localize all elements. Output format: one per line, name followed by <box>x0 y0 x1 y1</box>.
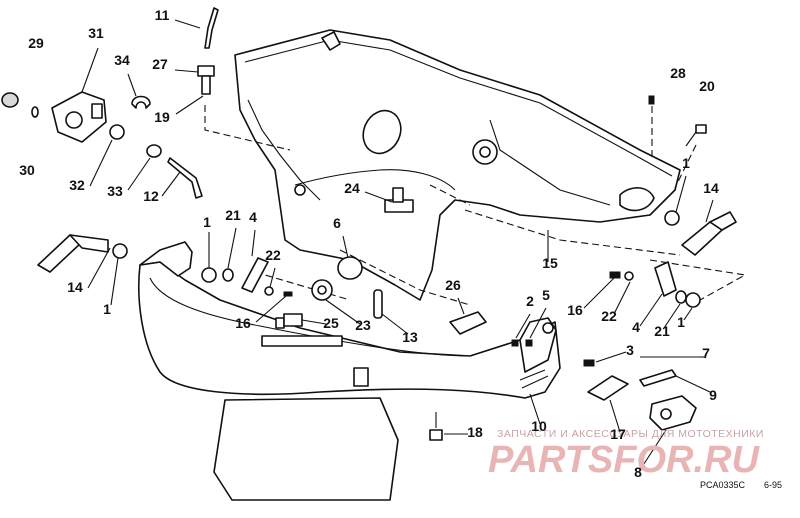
part-9-spring <box>639 369 677 387</box>
part-1-grommet <box>685 292 701 308</box>
upper-motor-cover <box>234 29 681 301</box>
lower-motor-cover <box>138 241 561 501</box>
part-21-washer <box>675 290 687 304</box>
part-2-nut <box>511 339 519 347</box>
callout-5: 5 <box>542 287 550 303</box>
callout-14: 14 <box>67 279 83 295</box>
callout-7: 7 <box>702 345 710 361</box>
part-30-ring <box>31 106 39 118</box>
part-26-block <box>449 311 487 335</box>
callout-24: 24 <box>344 180 360 196</box>
part-12-rod <box>167 157 203 199</box>
part-4-lever <box>654 261 677 297</box>
callout-29: 29 <box>28 35 44 51</box>
callout-9: 9 <box>709 387 717 403</box>
part-13-link <box>373 289 383 319</box>
callout-31: 31 <box>88 25 104 41</box>
callout-20: 20 <box>699 78 715 94</box>
part-22-washer <box>624 271 634 281</box>
assembly-guide-lines <box>204 105 747 306</box>
part-18-screw <box>429 412 443 441</box>
callout-12: 12 <box>143 188 159 204</box>
callout-22: 22 <box>601 308 617 324</box>
callout-30: 30 <box>19 162 35 178</box>
callout-15: 15 <box>542 255 558 271</box>
part-3-screw <box>583 359 595 367</box>
part-24-bracket <box>384 187 414 213</box>
part-22-washer <box>264 286 274 296</box>
part-16-screw <box>609 271 621 279</box>
part-28-nut <box>648 95 655 105</box>
watermark-logo: PARTSFOR.RU <box>488 439 760 481</box>
part-8-latch <box>649 395 697 431</box>
callout-32: 32 <box>69 177 85 193</box>
callout-1: 1 <box>103 301 111 317</box>
callout-21: 21 <box>225 207 241 223</box>
part-1-grommet <box>112 243 128 259</box>
callout-17: 17 <box>610 426 626 442</box>
callout-1: 1 <box>203 214 211 230</box>
callout-6: 6 <box>333 215 341 231</box>
part-31-latch-housing <box>51 91 107 143</box>
callout-16: 16 <box>235 315 251 331</box>
part-6-grommet <box>337 256 363 280</box>
callout-3: 3 <box>626 342 634 358</box>
callout-34: 34 <box>114 52 130 68</box>
callout-1: 1 <box>677 314 685 330</box>
figure-code: PCA0335C <box>700 480 746 490</box>
part-33-bushing <box>146 144 162 158</box>
part-11-pin <box>204 7 219 49</box>
part-1-grommet <box>664 210 680 226</box>
callout-11: 11 <box>155 7 170 23</box>
callout-26: 26 <box>445 277 461 293</box>
callout-21: 21 <box>654 323 670 339</box>
figure-date: 6-95 <box>764 480 782 490</box>
part-32-spring <box>109 124 125 140</box>
callout-25: 25 <box>323 315 339 331</box>
part-27-19-fastener <box>197 65 215 95</box>
leader-lines <box>81 19 714 471</box>
callout-4: 4 <box>632 319 640 335</box>
part-29-grommet <box>1 92 19 108</box>
callout-8: 8 <box>634 464 642 480</box>
callout-23: 23 <box>355 317 371 333</box>
part-14-handle-right <box>681 211 737 256</box>
part-5-nut <box>525 339 533 347</box>
callout-28: 28 <box>670 65 686 81</box>
callout-33: 33 <box>107 183 123 199</box>
part-20-screw <box>685 124 707 147</box>
callout-13: 13 <box>402 329 418 345</box>
callout-14: 14 <box>703 180 719 196</box>
callout-4: 4 <box>249 209 257 225</box>
callout-1: 1 <box>682 155 690 171</box>
part-21-washer <box>222 268 234 282</box>
part-17-pad <box>587 375 629 401</box>
part-34-clip <box>131 95 151 109</box>
part-1-grommet <box>201 267 217 283</box>
callout-16: 16 <box>567 302 583 318</box>
part-23-grommet-hole <box>317 285 327 295</box>
callout-22: 22 <box>265 247 281 263</box>
part-14-handle-left <box>37 234 109 273</box>
callout-18: 18 <box>467 424 483 440</box>
part-25-bolt <box>275 313 303 329</box>
callout-19: 19 <box>154 109 170 125</box>
callout-10: 10 <box>531 418 547 434</box>
watermark-caption: ЗАПЧАСТИ И АКСЕССУАРЫ ДЛЯ МОТОТЕХНИКИ <box>497 428 764 440</box>
callout-27: 27 <box>152 56 168 72</box>
part-16-screw <box>283 291 293 297</box>
callout-2: 2 <box>526 293 534 309</box>
part-4-lever <box>241 257 269 293</box>
